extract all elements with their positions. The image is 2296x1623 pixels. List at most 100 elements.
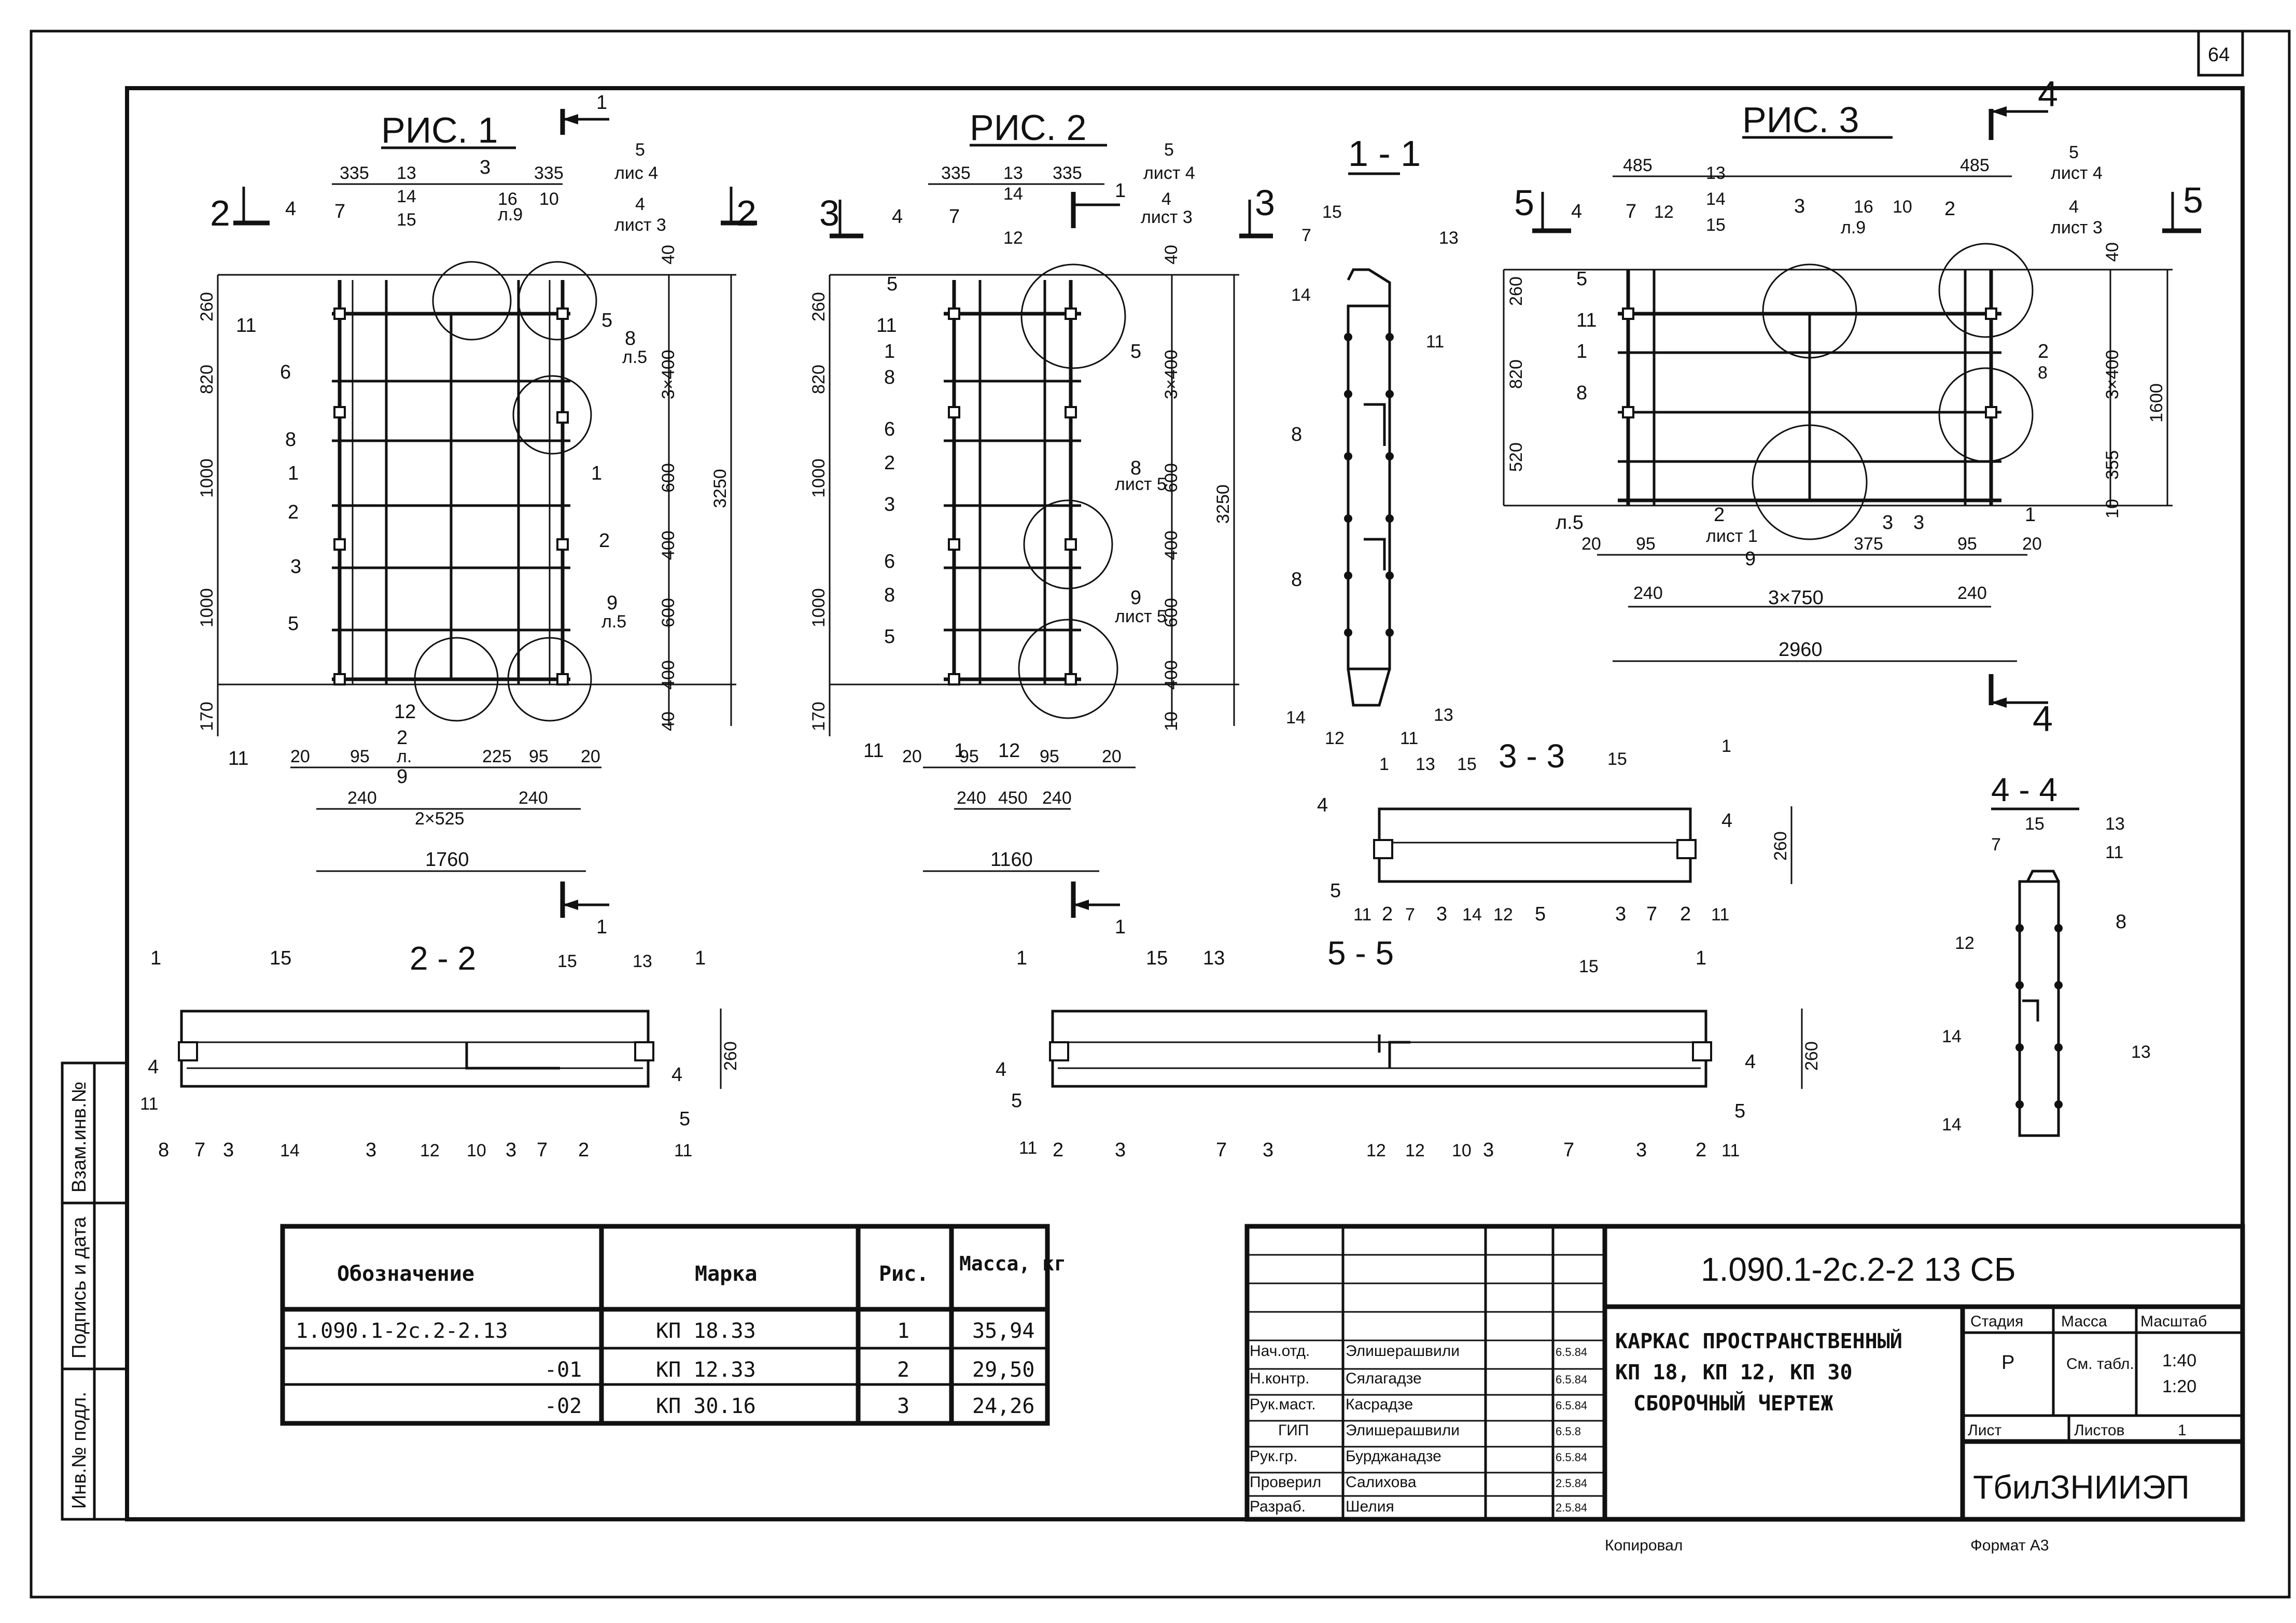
spec-cell: КП 12.33: [656, 1358, 756, 1382]
fig1-callout: 12: [394, 701, 416, 723]
fig2-dim-total-height: 3250: [1213, 484, 1233, 524]
sec55-callout: 7: [1216, 1139, 1227, 1161]
fig2-dim-total-width: 1160: [990, 849, 1033, 871]
fig1-callout: 8: [625, 328, 636, 349]
fig3-title: РИС. 3: [1742, 100, 1859, 140]
person-date: 2.5.84: [1556, 1477, 1587, 1490]
fig3-callout: 5: [1576, 268, 1587, 290]
sec33-callout: 15: [1607, 749, 1627, 769]
fig3-dim-total-width: 2960: [1779, 639, 1823, 661]
fig1-dim-bottom2-1: 2×525: [415, 809, 465, 829]
fig1-dim-total-width: 1760: [425, 849, 469, 871]
person-date: 6.5.84: [1556, 1346, 1587, 1359]
sec55-callout: 5: [1011, 1090, 1022, 1112]
fig1-dim-bottom-2: 225: [482, 747, 512, 766]
fig3-callout: 8: [1576, 382, 1587, 404]
fig1-callout: 8: [285, 429, 296, 451]
fig3-callout: лист 1: [1706, 526, 1758, 546]
spec-header-fig: Рис.: [879, 1262, 929, 1286]
stamp-sign-date: Подпись и дата: [68, 1216, 90, 1359]
fig2-callout: 5: [1164, 140, 1174, 160]
sec33-callout: 2: [1680, 903, 1691, 925]
scale-header: Масштаб: [2140, 1313, 2207, 1330]
fig3-dim-bottom-0: 20: [1581, 534, 1601, 554]
fig1-cut-left: 2: [210, 193, 230, 233]
fig1-dim-left-0: 260: [197, 292, 217, 321]
sec44-callout: 14: [1942, 1115, 1962, 1135]
fig2-dim-right-1: 3×400: [1161, 350, 1181, 400]
sec22-callout: 3: [223, 1139, 234, 1161]
spec-cell: 1.090.1-2с.2-2.13: [296, 1319, 508, 1343]
fig1-dim-right-5: 400: [659, 660, 678, 690]
fig2-callout: 9: [1130, 587, 1141, 609]
fig1-callout: 16: [498, 189, 517, 209]
fig2-callout: лист 5: [1115, 474, 1167, 494]
sec33-callout: 7: [1405, 905, 1415, 925]
sec11-callout: 11: [1426, 332, 1444, 352]
person-date: 6.5.84: [1556, 1451, 1587, 1464]
fig3-dim-left-1: 820: [1506, 359, 1526, 389]
fig2-dim-bottom2-2: 240: [1042, 788, 1072, 808]
sec22-callout: 4: [671, 1064, 682, 1086]
fig3-cut-right: 5: [2183, 180, 2203, 220]
fig3-dim-right-3: 10: [2103, 499, 2122, 519]
fig1-dim-bottom2-2: 240: [519, 788, 548, 808]
figure-2: РИС. 2 1 1 3 3: [809, 107, 1275, 938]
fig2-dim-left-2: 1000: [809, 458, 829, 498]
sec44-callout: 13: [2105, 814, 2125, 834]
fig3-cut-bottom: 4: [2033, 698, 2053, 739]
drawing-name-line-2: КП 18, КП 12, КП 30: [1615, 1361, 1853, 1384]
fig1-dim-total-height: 3250: [710, 469, 730, 508]
sec33-dim: 260: [1771, 831, 1790, 861]
fig2-dim-left-3: 1000: [809, 588, 829, 627]
person-date: 6.5.8: [1556, 1425, 1581, 1438]
fig2-callout: 11: [863, 740, 884, 762]
person-name: Бурджанадзе: [1346, 1448, 1441, 1465]
fig1-callout: лист 3: [614, 215, 666, 235]
fig2-dim-bottom2-0: 240: [957, 788, 986, 808]
fig1-callout: 11: [228, 748, 248, 769]
stage-header: Стадия: [1970, 1313, 2023, 1330]
sec11-title: 1 - 1: [1348, 133, 1421, 174]
fig2-cut-bottom: 1: [1115, 916, 1126, 938]
sec55-callout: 3: [1115, 1139, 1126, 1161]
fig1-cut-bottom: 1: [596, 916, 607, 938]
sec22-dim: 260: [721, 1041, 740, 1071]
sec33-callout: 5: [1535, 903, 1546, 925]
sec11-callout: 13: [1439, 228, 1459, 248]
person-role: Рук.гр.: [1250, 1448, 1297, 1465]
fig1-dim-right-3: 400: [659, 530, 678, 560]
fig1-callout: 6: [280, 361, 291, 383]
fig3-callout: 16: [1854, 197, 1873, 217]
fig2-callout: лист 5: [1115, 607, 1167, 626]
fig1-dim-left-3: 1000: [197, 588, 217, 627]
fig2-callout: 12: [1003, 228, 1023, 248]
fig3-dim-right-1: 3×400: [2103, 350, 2122, 400]
sec11-callout: 15: [1322, 202, 1342, 222]
fig2-callout: 8: [1130, 457, 1141, 479]
fig2-dim-right-2: 600: [1161, 463, 1181, 493]
sec55-callout: 10: [1452, 1141, 1472, 1160]
sec22-callout: 10: [467, 1141, 486, 1160]
sec22-callout: 3: [366, 1139, 376, 1161]
spec-cell: -01: [544, 1358, 582, 1382]
fig3-dim-top-1: 485: [1960, 156, 1990, 175]
spec-header-mass: Масса, кг: [959, 1252, 1066, 1275]
sec11-callout: 13: [1434, 705, 1453, 725]
fig2-dim-top-1: 335: [1053, 163, 1082, 183]
fig2-callout: 2: [884, 452, 895, 474]
person-name: Шелия: [1346, 1498, 1394, 1515]
fig3-dim-right-0: 40: [2103, 242, 2122, 262]
fig2-dim-left-1: 820: [809, 365, 829, 394]
outer-border: [30, 30, 2291, 1599]
fig2-dim-left-4: 170: [809, 702, 829, 731]
sec55-callout: 3: [1483, 1139, 1494, 1161]
spec-row: 1.090.1-2с.2-2.13 КП 18.33 1 35,94: [296, 1319, 1034, 1343]
fig3-dim-bottom2-1: 3×750: [1768, 587, 1824, 609]
fig3-cut-top: 4: [2038, 74, 2058, 114]
sec33-callout: 11: [1353, 905, 1371, 925]
fig1-dim-bottom-4: 20: [581, 747, 600, 766]
fig2-dim-right-0: 40: [1161, 245, 1181, 264]
sec11-callout: 8: [1291, 424, 1302, 445]
fig3-callout: 3: [1794, 195, 1805, 217]
